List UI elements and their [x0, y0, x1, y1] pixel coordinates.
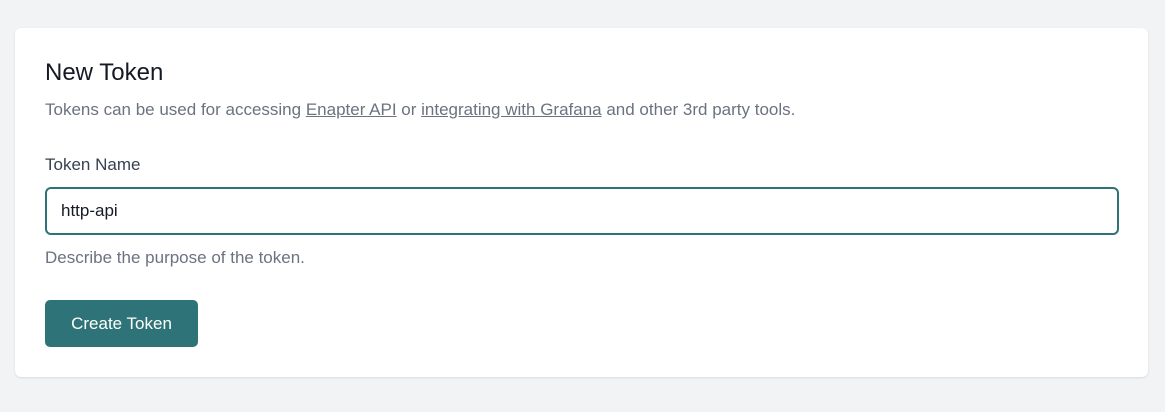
token-name-help: Describe the purpose of the token. — [45, 248, 305, 267]
new-token-card: New Token Tokens can be used for accessi… — [15, 28, 1148, 377]
grafana-integration-link[interactable]: integrating with Grafana — [421, 100, 602, 119]
card-title: New Token — [45, 59, 164, 86]
description-prefix: Tokens can be used for accessing — [45, 100, 306, 119]
card-description: Tokens can be used for accessing Enapter… — [45, 100, 795, 120]
token-name-input[interactable] — [45, 187, 1119, 235]
enapter-api-link[interactable]: Enapter API — [305, 100, 397, 119]
description-suffix: and other 3rd party tools. — [601, 100, 796, 119]
token-name-label: Token Name — [45, 155, 141, 174]
create-token-button[interactable]: Create Token — [45, 300, 198, 347]
description-middle: or — [396, 100, 422, 119]
